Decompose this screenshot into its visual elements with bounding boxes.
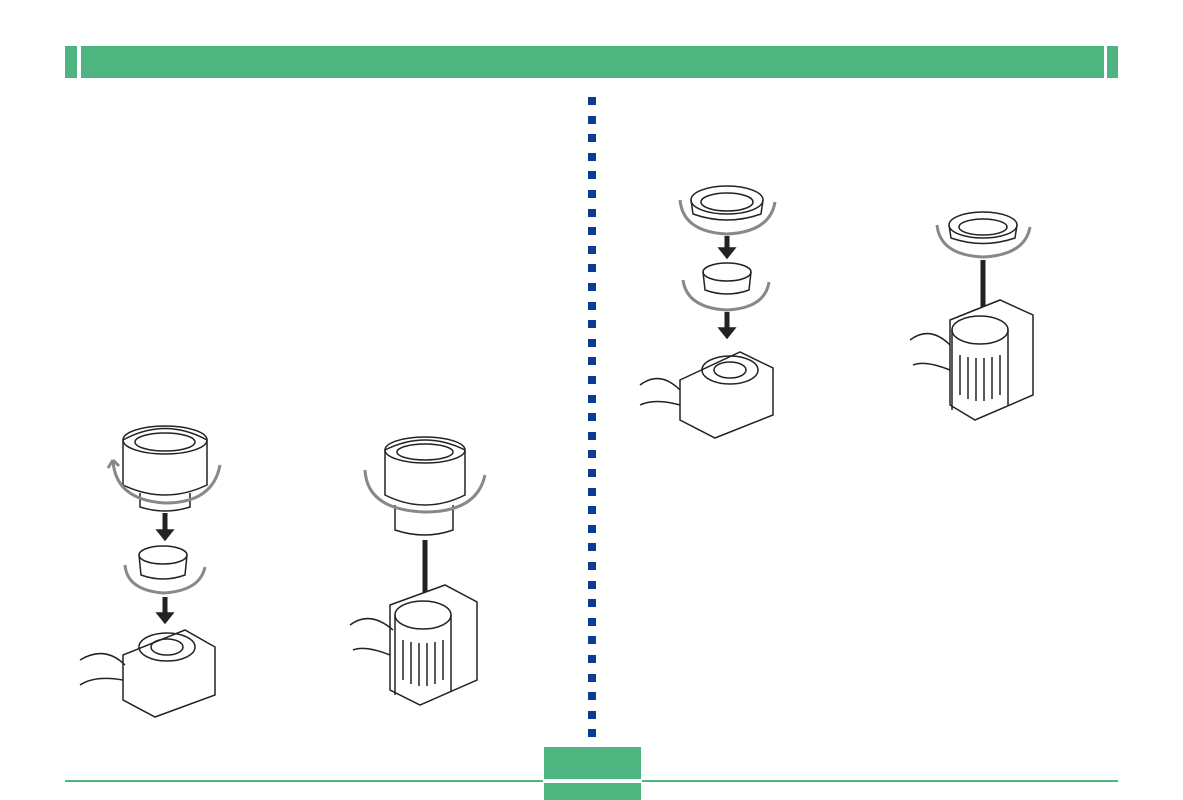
- divider-dot: [588, 357, 596, 366]
- divider-dot: [588, 171, 596, 180]
- small-lens-with-adapter-ring-icon: [639, 185, 777, 439]
- divider-dot: [588, 469, 596, 477]
- divider-dot: [588, 636, 596, 645]
- divider-dot: [588, 543, 596, 552]
- divider-dot: [588, 245, 596, 254]
- divider-dot: [588, 376, 596, 384]
- page-number-box-bottom: [544, 783, 641, 800]
- small-lens-mounted-icon: [909, 211, 1034, 421]
- divider-dot: [588, 524, 596, 533]
- divider-dot: [588, 729, 596, 738]
- divider-dot: [588, 152, 596, 161]
- divider-dot: [588, 115, 596, 124]
- divider-dot: [588, 655, 596, 663]
- divider-dot: [588, 134, 596, 143]
- divider-dot: [588, 264, 596, 273]
- divider-dot: [588, 394, 596, 403]
- divider-dot: [588, 487, 596, 496]
- divider-dot: [588, 580, 596, 589]
- divider-dot: [588, 710, 596, 719]
- conversion-lens-mounted-icon: [349, 436, 487, 706]
- header-bar-right-cap: [1107, 46, 1118, 78]
- divider-dot: [588, 413, 596, 422]
- divider-dot: [588, 692, 596, 701]
- column-divider: [588, 97, 596, 738]
- divider-dot: [588, 208, 596, 217]
- footer-line-right: [642, 780, 1118, 782]
- page-number-box-top: [544, 747, 641, 779]
- divider-dot: [588, 506, 596, 515]
- divider-dot: [588, 320, 596, 329]
- divider-dot: [588, 301, 596, 310]
- divider-dot: [588, 673, 596, 682]
- divider-dot: [588, 617, 596, 626]
- divider-dot: [588, 431, 596, 440]
- divider-dot: [588, 599, 596, 608]
- divider-dot: [588, 227, 596, 236]
- divider-dot: [588, 450, 596, 459]
- conversion-lens-with-adapter-ring-icon: [79, 425, 222, 718]
- header-bar-left-cap: [65, 46, 77, 78]
- header-bar: [81, 46, 1104, 78]
- divider-dot: [588, 190, 596, 198]
- divider-dot: [588, 97, 596, 105]
- divider-dot: [588, 338, 596, 347]
- footer-line-left: [65, 780, 543, 782]
- divider-dot: [588, 283, 596, 291]
- divider-dot: [588, 562, 596, 570]
